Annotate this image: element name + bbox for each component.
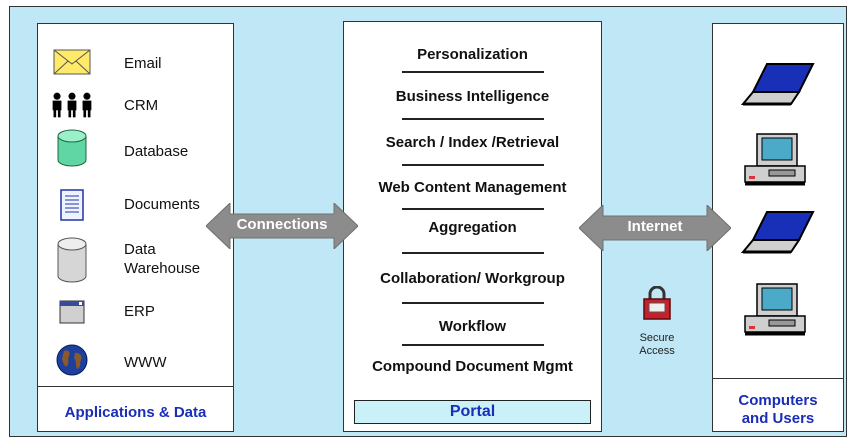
- globe-icon: [50, 342, 94, 378]
- app-item-email: Email: [38, 44, 233, 84]
- document-icon: [50, 187, 94, 223]
- app-item-www: WWW: [38, 342, 233, 382]
- service-divider: [402, 252, 544, 254]
- users-panel: Computers and Users: [712, 23, 844, 432]
- diagram-canvas: Email CRM: [9, 6, 847, 437]
- service-divider: [402, 71, 544, 73]
- connections-arrow: Connections: [205, 201, 359, 254]
- app-label-email: Email: [124, 55, 162, 72]
- desktop-computer-icon: [743, 282, 813, 343]
- service-aggregation: Aggregation: [428, 219, 517, 236]
- right-footer-divider: [713, 378, 843, 379]
- left-footer-divider: [38, 386, 233, 387]
- users-footer-line2: and Users: [741, 410, 815, 427]
- service-divider: [402, 164, 544, 166]
- app-item-documents: Documents: [38, 187, 233, 227]
- people-icon: [50, 87, 94, 123]
- laptop-icon: [740, 210, 817, 261]
- users-footer-line1: Computers: [738, 392, 818, 409]
- app-label-crm: CRM: [124, 97, 159, 114]
- service-divider: [402, 302, 544, 304]
- laptop-icon: [740, 62, 817, 113]
- lock-icon: [643, 285, 671, 325]
- portal-panel: Personalization Business Intelligence Se…: [343, 21, 602, 432]
- desktop-computer-icon: [743, 132, 813, 193]
- internet-arrow: Internet: [578, 203, 732, 256]
- app-item-data-warehouse: Data Warehouse: [38, 235, 233, 285]
- connections-label: Connections: [236, 216, 328, 233]
- app-item-erp: ERP: [38, 294, 233, 334]
- service-compound-document-mgmt: Compound Document Mgmt: [372, 358, 573, 375]
- service-divider: [402, 118, 544, 120]
- app-label-database: Database: [124, 143, 189, 160]
- envelope-icon: [50, 44, 94, 80]
- service-business-intelligence: Business Intelligence: [395, 88, 550, 105]
- service-web-content-management: Web Content Management: [378, 179, 567, 196]
- app-label-www: WWW: [124, 354, 167, 371]
- secure-access: Secure Access: [629, 285, 685, 366]
- app-label-documents: Documents: [124, 196, 200, 213]
- service-divider: [402, 208, 544, 210]
- window-icon: [50, 294, 94, 330]
- app-label-data: Data: [124, 241, 156, 258]
- app-label-warehouse: Warehouse: [124, 260, 201, 277]
- portal-title-box: Portal: [354, 400, 591, 424]
- applications-panel: Email CRM: [37, 23, 234, 432]
- secure-access-label: Secure Access: [629, 332, 685, 358]
- app-label-erp: ERP: [124, 303, 155, 320]
- internet-label: Internet: [627, 218, 683, 235]
- service-search-index-retrieval: Search / Index /Retrieval: [385, 134, 560, 151]
- app-item-crm: CRM: [38, 87, 233, 127]
- secure-label-line1: Secure: [639, 332, 675, 344]
- secure-label-line2: Access: [639, 345, 675, 357]
- data-warehouse-icon: [50, 237, 94, 283]
- service-personalization: Personalization: [417, 46, 528, 63]
- service-collaboration-workgroup: Collaboration/ Workgroup: [380, 270, 565, 287]
- service-divider: [402, 344, 544, 346]
- service-workflow: Workflow: [438, 318, 507, 335]
- app-item-database: Database: [38, 129, 233, 170]
- applications-footer: Applications & Data: [64, 404, 207, 421]
- database-icon: [50, 129, 94, 167]
